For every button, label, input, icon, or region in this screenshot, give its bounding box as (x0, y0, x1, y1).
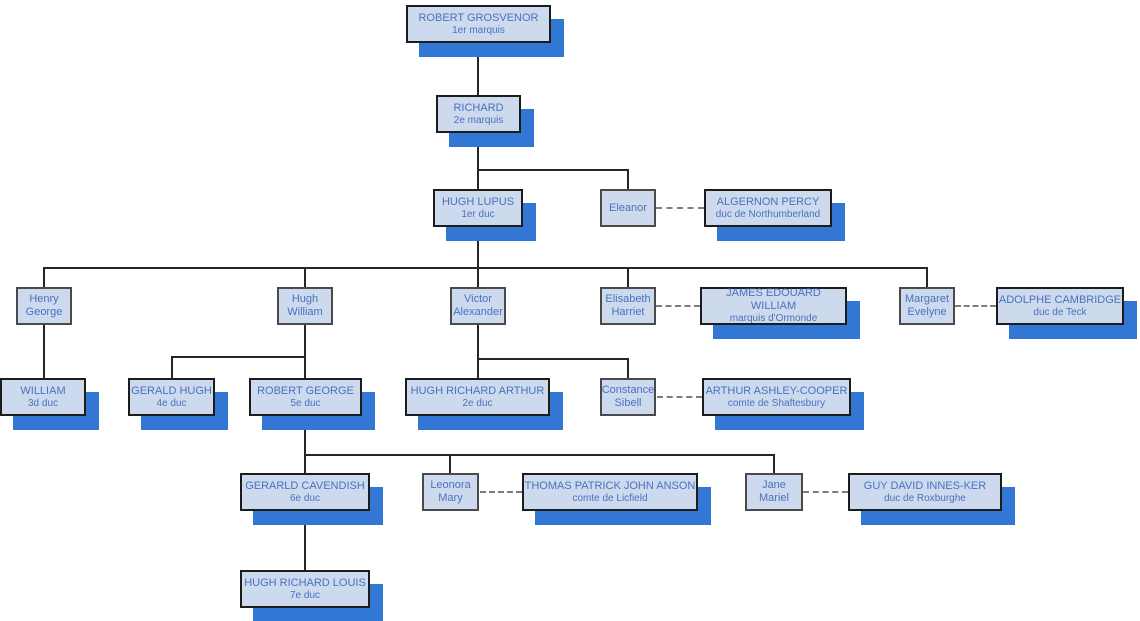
person-title: duc de Roxburghe (884, 492, 966, 504)
person-jane-mariel[interactable]: Jane Mariel (745, 473, 803, 511)
person-title: 1er duc (461, 208, 495, 220)
person-title: 4e duc (156, 397, 187, 409)
person-name: GUY DAVID INNES-KER (863, 479, 987, 492)
connector-richard-hughlupus (477, 133, 479, 189)
connector-drop-margaret (926, 269, 928, 287)
marriage-line-jane-guy (803, 491, 848, 493)
connector-drop-henry-george (43, 269, 45, 287)
connector-victor-hugharthur (477, 325, 479, 378)
person-name: Hugh William (287, 293, 323, 318)
person-title: 2e duc (462, 397, 493, 409)
connector-hughwilliam-robertgeorge (304, 325, 306, 378)
person-constance-sibell[interactable]: Constance Sibell (600, 378, 656, 416)
person-name: HUGH RICHARD LOUIS (244, 576, 366, 589)
person-algernon-percy[interactable]: ALGERNON PERCY duc de Northumberland (704, 189, 832, 227)
person-guy-david-innes-ker[interactable]: GUY DAVID INNES-KER duc de Roxburghe (848, 473, 1002, 511)
person-title: 5e duc (290, 397, 321, 409)
connector-robertgeorge-gerarld (304, 416, 306, 473)
person-name: ARTHUR ASHLEY-COOPER (705, 384, 848, 397)
marriage-line-margaret-adolphe (955, 305, 996, 307)
connector-drop-jane (773, 456, 775, 473)
person-name: Victor Alexander (453, 293, 503, 318)
person-hugh-lupus[interactable]: HUGH LUPUS 1er duc (433, 189, 523, 227)
marriage-line-eleanor-algernon (656, 207, 704, 209)
person-name: ALGERNON PERCY (716, 195, 820, 208)
person-gerald-hugh[interactable]: GERALD HUGH 4e duc (128, 378, 215, 416)
connector-branch-constance-horizontal (477, 358, 629, 360)
marriage-line-elisabeth-james (656, 305, 700, 307)
person-name: Leonora Mary (430, 479, 471, 504)
connector-branch-geraldhugh-horizontal (171, 356, 306, 358)
person-hugh-richard-arthur[interactable]: HUGH RICHARD ARTHUR 2e duc (405, 378, 550, 416)
person-william[interactable]: WILLIAM 3d duc (0, 378, 86, 416)
person-name: ROBERT GEORGE (257, 384, 354, 397)
connector-hughlupus-down (477, 227, 479, 267)
person-hugh-william[interactable]: Hugh William (277, 287, 333, 325)
connector-branch-leonora-jane-horizontal (304, 454, 775, 456)
person-title: marquis d'Ormonde (729, 313, 818, 324)
person-title: comte de Licfield (572, 492, 648, 504)
person-name: JAMES EDOUARD WILLIAM (726, 287, 821, 312)
person-title: 6e duc (289, 492, 321, 504)
connector-gerarld-hughlouis (304, 511, 306, 570)
person-gerarld-cavendish[interactable]: GERARLD CAVENDISH 6e duc (240, 473, 370, 511)
person-name: Jane Mariel (759, 479, 789, 504)
connector-branch-eleanor-horizontal (477, 169, 629, 171)
connector-siblings-horizontal (43, 267, 928, 269)
person-robert-grosvenor[interactable]: ROBERT GROSVENOR 1er marquis (406, 5, 551, 43)
marriage-line-constance-arthur (657, 396, 702, 398)
person-title: 3d duc (27, 397, 59, 409)
connector-drop-hugh-william (304, 269, 306, 287)
person-thomas-patrick-john-anson[interactable]: THOMAS PATRICK JOHN ANSON comte de Licfi… (522, 473, 698, 511)
person-richard[interactable]: RICHARD 2e marquis (436, 95, 521, 133)
person-hugh-richard-louis[interactable]: HUGH RICHARD LOUIS 7e duc (240, 570, 370, 608)
person-eleanor[interactable]: Eleanor (600, 189, 656, 227)
marriage-line-leonora-thomas (480, 491, 522, 493)
person-name: GERARLD CAVENDISH (245, 479, 365, 492)
connector-drop-gerald-hugh (171, 356, 173, 378)
person-name: Elisabeth Harriet (605, 293, 651, 318)
person-title: comte de Shaftesbury (727, 397, 826, 409)
connector-drop-constance (627, 358, 629, 378)
person-victor-alexander[interactable]: Victor Alexander (450, 287, 506, 325)
person-name: Constance Sibell (601, 384, 655, 409)
person-name: Henry George (25, 293, 63, 318)
person-adolphe-cambridge[interactable]: ADOLPHE CAMBRIDGE duc de Teck (996, 287, 1124, 325)
person-title: duc de Northumberland (715, 208, 821, 220)
connector-robert-richard (477, 43, 479, 95)
connector-henry-william (43, 325, 45, 378)
connector-drop-elisabeth (627, 269, 629, 287)
person-name: HUGH RICHARD ARTHUR (410, 384, 545, 397)
person-james-edouard-william[interactable]: JAMES EDOUARD WILLIAM marquis d'Ormonde (700, 287, 847, 325)
person-title: 2e marquis (453, 114, 504, 126)
connector-drop-leonora (449, 456, 451, 473)
person-title: 7e duc (289, 589, 321, 601)
person-elisabeth-harriet[interactable]: Elisabeth Harriet (600, 287, 656, 325)
person-name: HUGH LUPUS (441, 195, 515, 208)
connector-drop-eleanor (627, 169, 629, 190)
person-robert-george[interactable]: ROBERT GEORGE 5e duc (249, 378, 362, 416)
person-name: WILLIAM (20, 384, 66, 397)
person-title: 1er marquis (452, 24, 505, 36)
person-henry-george[interactable]: Henry George (16, 287, 72, 325)
person-name: Margaret Evelyne (904, 293, 950, 318)
person-leonora-mary[interactable]: Leonora Mary (422, 473, 479, 511)
person-name: Eleanor (609, 201, 647, 214)
person-name: GERALD HUGH (131, 384, 212, 397)
person-margaret-evelyne[interactable]: Margaret Evelyne (899, 287, 955, 325)
person-name: ADOLPHE CAMBRIDGE (998, 293, 1122, 306)
person-name: RICHARD (453, 101, 504, 114)
person-name: THOMAS PATRICK JOHN ANSON (524, 479, 696, 492)
connector-drop-victor (477, 269, 479, 287)
person-arthur-ashley-cooper[interactable]: ARTHUR ASHLEY-COOPER comte de Shaftesbur… (702, 378, 851, 416)
person-name: ROBERT GROSVENOR (418, 11, 539, 24)
person-title: duc de Teck (1033, 306, 1087, 318)
